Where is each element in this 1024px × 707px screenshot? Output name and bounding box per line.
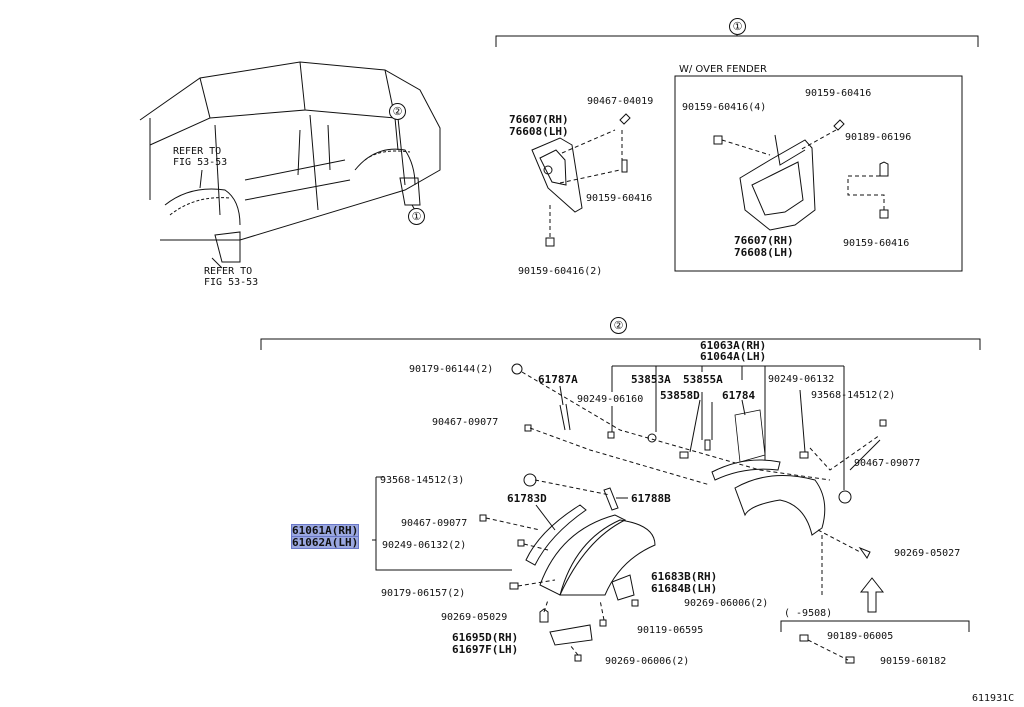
part-label[interactable]: 76608(LH) bbox=[509, 125, 569, 138]
part-label[interactable]: 76607(RH) bbox=[734, 234, 794, 247]
part-label[interactable]: 90179-06144(2) bbox=[409, 364, 494, 375]
part-label[interactable]: 90249-06132(2) bbox=[382, 540, 467, 551]
part-label[interactable]: 93568-14512(3) bbox=[380, 475, 465, 486]
part-label[interactable]: 90249-06160 bbox=[577, 394, 644, 405]
part-label[interactable]: 90189-06196 bbox=[845, 132, 912, 143]
part-label[interactable]: 61784 bbox=[722, 389, 756, 402]
mudflap-part bbox=[531, 113, 631, 247]
part-label[interactable]: 61788B bbox=[631, 492, 671, 505]
vehicle-outline bbox=[139, 61, 441, 269]
part-label[interactable]: 76608(LH) bbox=[734, 246, 794, 259]
part-label[interactable]: 61695D(RH) bbox=[452, 631, 519, 644]
part-label[interactable]: 61063A(RH) bbox=[700, 339, 767, 352]
callout-2-group[interactable]: ② bbox=[610, 317, 627, 334]
front-fender-flare bbox=[479, 473, 852, 662]
part-label[interactable]: 90467-09077 bbox=[401, 518, 468, 529]
part-label[interactable]: 90269-06006(2) bbox=[605, 656, 690, 667]
refer-to-fig-label-2[interactable]: REFER TO FIG 53-53 bbox=[204, 266, 259, 288]
part-label[interactable]: 61787A bbox=[538, 373, 578, 386]
part-label[interactable]: ( -9508) bbox=[784, 608, 833, 619]
part-label[interactable]: 90269-06006(2) bbox=[684, 598, 769, 609]
part-label[interactable]: 53858D bbox=[660, 389, 700, 402]
part-label[interactable]: 53853A bbox=[631, 373, 671, 386]
part-label[interactable]: 93568-14512(2) bbox=[811, 390, 896, 401]
part-label[interactable]: 90159-60416 bbox=[843, 238, 910, 249]
part-label[interactable]: 76607(RH) bbox=[509, 113, 569, 126]
part-label[interactable]: 90179-06157(2) bbox=[381, 588, 466, 599]
part-label[interactable]: 90467-04019 bbox=[587, 96, 654, 107]
part-label[interactable]: 90159-60416(2) bbox=[518, 266, 603, 277]
part-label[interactable]: 90159-60182 bbox=[880, 656, 947, 667]
part-label[interactable]: 90159-60416 bbox=[805, 88, 872, 99]
part-label[interactable]: 61783D bbox=[507, 492, 547, 505]
mudflap-rear-sketch bbox=[399, 177, 421, 206]
part-label[interactable]: 61684B(LH) bbox=[651, 582, 718, 595]
up-arrow bbox=[859, 577, 885, 613]
part-label[interactable]: 90249-06132 bbox=[768, 374, 835, 385]
part-label[interactable]: 90269-05027 bbox=[894, 548, 961, 559]
part-label[interactable]: 61697F(LH) bbox=[452, 643, 519, 656]
over-fender-box bbox=[674, 75, 963, 272]
part-label[interactable]: 61064A(LH) bbox=[700, 350, 767, 363]
over-fender-header: W/ OVER FENDER bbox=[679, 64, 767, 75]
callout-1-top[interactable]: ① bbox=[729, 18, 746, 35]
mudflap-front-sketch bbox=[214, 231, 241, 263]
part-label[interactable]: 90189-06005 bbox=[827, 631, 894, 642]
refer-to-fig-label-1[interactable]: REFER TO FIG 53-53 bbox=[173, 146, 228, 168]
part-label[interactable]: 90269-05029 bbox=[441, 612, 508, 623]
diagram-code: 611931C bbox=[972, 693, 1015, 704]
part-label[interactable]: 90119-06595 bbox=[637, 625, 704, 636]
part-label[interactable]: 61683B(RH) bbox=[651, 570, 718, 583]
part-label[interactable]: 90159-60416 bbox=[586, 193, 653, 204]
part-label[interactable]: 90159-60416(4) bbox=[682, 102, 767, 113]
rear-fender-flare bbox=[511, 363, 887, 559]
over-fender-mudflap bbox=[713, 119, 889, 231]
group1-bracket bbox=[495, 35, 979, 47]
part-label-highlighted[interactable]: 61062A(LH) bbox=[290, 536, 360, 549]
bottom-right-fasteners bbox=[799, 634, 855, 664]
part-label-highlighted[interactable]: 61061A(RH) bbox=[290, 524, 360, 537]
group2-bracket bbox=[260, 338, 981, 350]
callout-1-vehicle[interactable]: ① bbox=[408, 208, 425, 225]
part-label[interactable]: 53855A bbox=[683, 373, 723, 386]
part-label[interactable]: 90467-09077 bbox=[432, 417, 499, 428]
callout-2-vehicle[interactable]: ② bbox=[389, 103, 406, 120]
part-label[interactable]: 90467-09077 bbox=[854, 458, 921, 469]
